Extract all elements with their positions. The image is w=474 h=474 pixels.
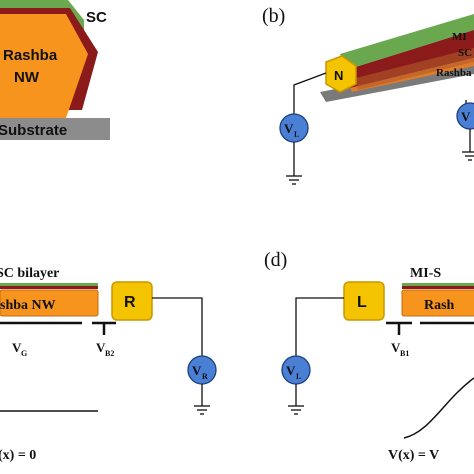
mi-s-label: MI-S bbox=[410, 266, 441, 281]
green-film-d bbox=[402, 283, 474, 286]
l-contact-label: L bbox=[357, 294, 367, 311]
wire-shadow bbox=[356, 48, 474, 90]
voltage-left-sub: L bbox=[294, 130, 299, 139]
n-contact-hexagon bbox=[325, 55, 357, 93]
barrier-sub-d: B1 bbox=[400, 349, 409, 358]
mi-label: MI bbox=[452, 31, 467, 43]
voltage-r-sub: R bbox=[202, 372, 208, 381]
rashba-nw-bar bbox=[0, 289, 99, 317]
nw-label: NW bbox=[14, 69, 40, 86]
rashba-label: Rashba bbox=[3, 47, 58, 64]
potential-ramp-curve bbox=[403, 377, 474, 439]
nw-bar-label: shba NW bbox=[0, 298, 56, 313]
substrate-block bbox=[0, 118, 110, 140]
wire-to-vl bbox=[295, 297, 344, 356]
voltage-l-sub: L bbox=[296, 372, 301, 381]
voltage-left-label: V bbox=[284, 121, 294, 136]
sc-film-d bbox=[402, 286, 474, 289]
green-film bbox=[0, 283, 98, 286]
n-contact-label: N bbox=[334, 68, 343, 83]
barrier-sub: B2 bbox=[105, 349, 114, 358]
formula-c: (x) = 0 bbox=[0, 448, 36, 463]
rashba-nw-bar-d bbox=[401, 289, 474, 317]
panel-b: (b) N MI SC Rashba V L V bbox=[262, 5, 474, 185]
gate-label: V bbox=[12, 340, 22, 355]
voltage-l-label: V bbox=[286, 363, 296, 378]
sc-label: SC bbox=[86, 9, 107, 26]
formula-d: V(x) = V bbox=[388, 448, 439, 463]
l-contact bbox=[343, 281, 385, 321]
r-contact bbox=[111, 281, 153, 321]
mi-layer bbox=[340, 14, 474, 70]
gate-sub: G bbox=[21, 349, 27, 358]
panel-d: (d) MI-S Rash L V B1 V L V(x) = V bbox=[264, 249, 474, 463]
panel-a: SC Rashba NW Substrate bbox=[0, 0, 110, 140]
substrate-label: Substrate bbox=[0, 122, 67, 139]
voltage-r-label: V bbox=[192, 363, 202, 378]
wire-to-vr bbox=[152, 297, 203, 356]
voltage-right-label: V bbox=[461, 109, 471, 124]
panel-d-label: (d) bbox=[264, 249, 287, 271]
r-contact-label: R bbox=[124, 294, 136, 311]
wire-left bbox=[293, 72, 327, 114]
sc-layer-label: SC bbox=[458, 47, 472, 59]
barrier-label: V bbox=[96, 340, 106, 355]
sc-film bbox=[0, 286, 98, 289]
rashba-nw-hexagon bbox=[0, 14, 88, 118]
sc-bilayer-label: SC bilayer bbox=[0, 266, 59, 281]
panel-b-label: (b) bbox=[262, 5, 285, 27]
panel-c: SC bilayer shba NW V G V B2 R V R (x) = … bbox=[0, 266, 217, 463]
nw-bar-label-d: Rash bbox=[424, 298, 455, 313]
barrier-label-d: V bbox=[391, 340, 401, 355]
rashba-layer-label: Rashba bbox=[436, 67, 472, 79]
